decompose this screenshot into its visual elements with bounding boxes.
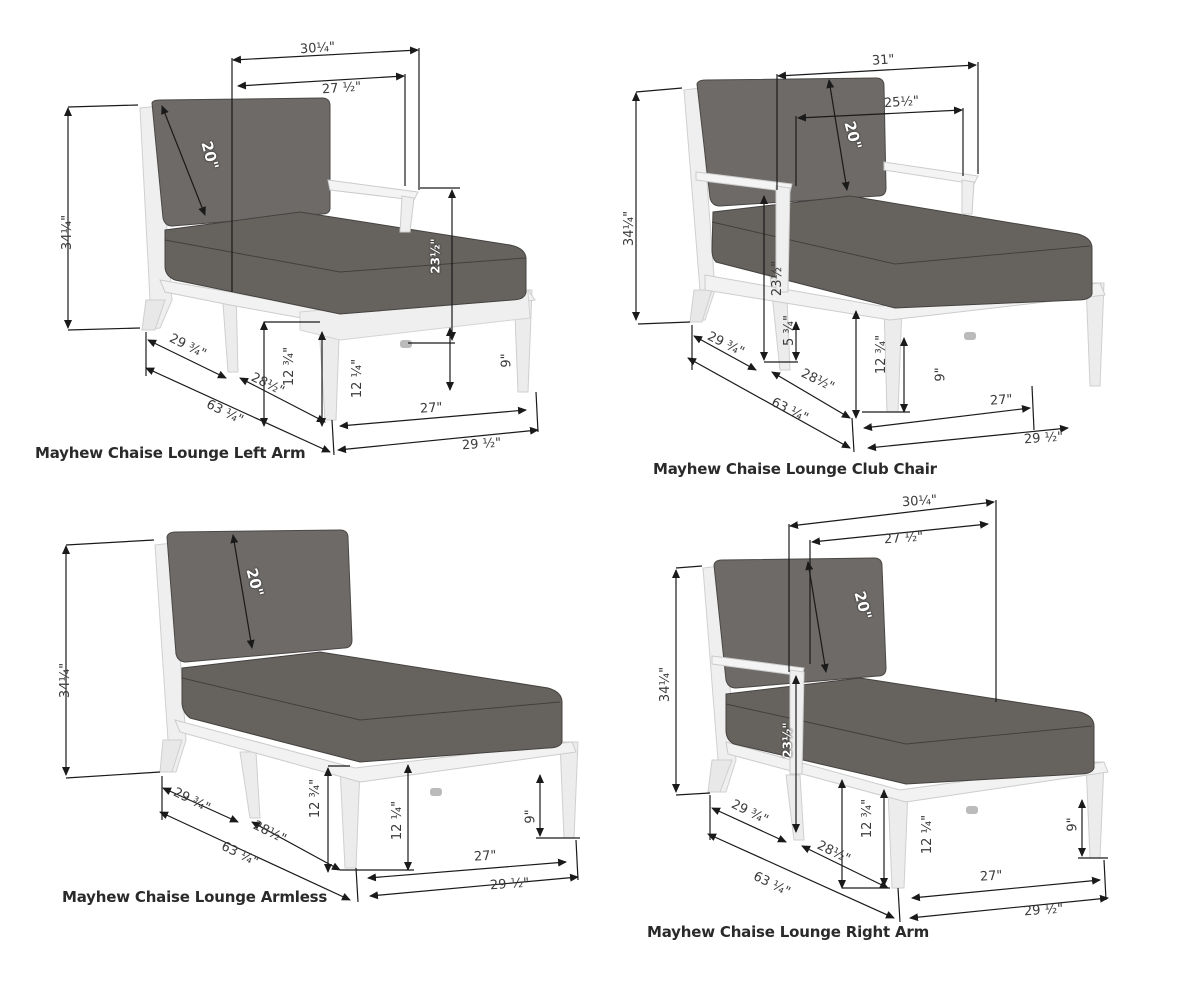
dim-arm-height: 23½" — [780, 722, 795, 758]
dim-overall-height: 34¼" — [60, 214, 76, 251]
dim-clearance: 9" — [523, 809, 539, 824]
dim-overall-height: 34¼" — [622, 210, 638, 247]
dim-inner-width: 27 ½" — [321, 79, 362, 98]
dim-outer-leg-width: 29 ½" — [461, 435, 502, 454]
dim-overall-height: 34¼" — [58, 662, 74, 699]
dim-arm-height: 23½" — [770, 260, 786, 297]
caption-left-arm: Mayhew Chaise Lounge Left Arm — [35, 444, 306, 462]
dim-inner-leg-width: 27" — [473, 848, 498, 865]
dim-inner-width: 25½" — [883, 93, 920, 112]
dim-overall-height: 34¼" — [658, 666, 674, 703]
chaise-left-arm-illustration — [64, 46, 539, 456]
dim-overall-width: 31" — [871, 52, 896, 69]
dim-arm-height: 23½" — [428, 238, 443, 274]
dim-seat-height: 12 ¼" — [920, 814, 936, 855]
dim-arm-clearance: 5 ¾" — [781, 315, 797, 346]
dim-outer-leg-width: 29 ½" — [489, 875, 530, 894]
dim-outer-leg-width: 29 ½" — [1023, 901, 1064, 920]
dim-seat-height: 12 ¼" — [390, 800, 406, 841]
dim-clearance: 9" — [1065, 817, 1081, 832]
chaise-right-arm-illustration — [672, 498, 1109, 923]
dim-overall-width: 30¼" — [299, 39, 336, 58]
chaise-club-chair-illustration — [632, 61, 1106, 453]
dim-front-seat-height: 12 ¾" — [282, 346, 298, 387]
dim-seat-height: 12 ¼" — [350, 358, 366, 399]
dim-inner-leg-width: 27" — [979, 868, 1004, 885]
dim-front-seat-height: 12 ¾" — [874, 334, 890, 375]
dim-clearance: 9" — [499, 353, 515, 368]
caption-right-arm: Mayhew Chaise Lounge Right Arm — [647, 923, 930, 941]
caption-armless: Mayhew Chaise Lounge Armless — [62, 888, 328, 906]
dim-front-seat-height: 12 ¾" — [860, 798, 876, 839]
dim-inner-leg-width: 27" — [989, 392, 1014, 409]
dim-outer-leg-width: 29 ½" — [1023, 429, 1064, 448]
dim-inner-leg-width: 27" — [419, 400, 444, 417]
dim-inner-width: 27 ½" — [883, 529, 924, 548]
dim-front-seat-height: 12 ¾" — [308, 778, 324, 819]
dim-clearance: 9" — [933, 367, 949, 382]
dim-overall-width: 30¼" — [901, 492, 938, 511]
chaise-armless-illustration — [62, 529, 580, 903]
caption-club-chair: Mayhew Chaise Lounge Club Chair — [653, 460, 937, 478]
